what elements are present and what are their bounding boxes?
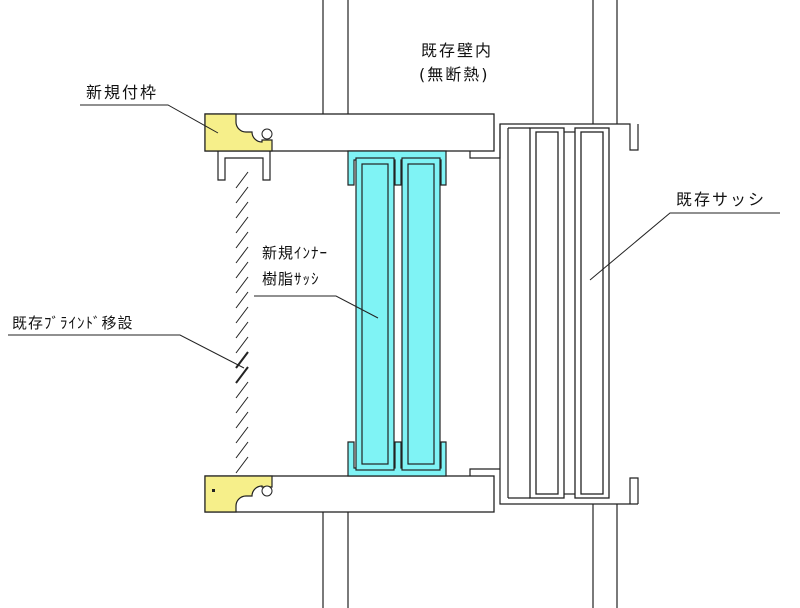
new-inner-resin-sash [347, 150, 447, 477]
existing-sash [469, 123, 639, 505]
label-existing-wall-note: (無断熱) [419, 65, 490, 84]
label-new-inner-sash-2: 樹脂ｻｯｼ [262, 270, 320, 288]
blind-rail [217, 151, 271, 181]
bottom-new-frame-block [204, 475, 273, 513]
label-blind-relocation: 既存ﾌﾞﾗｲﾝﾄﾞ移設 [12, 314, 134, 332]
blind-slats [235, 171, 249, 474]
bottom-frame [204, 475, 495, 513]
top-frame [204, 113, 495, 152]
label-existing-sash: 既存サッシ [676, 190, 766, 209]
top-new-frame-block [204, 113, 273, 152]
label-new-inner-sash-1: 新規ｲﾝﾅｰ [262, 244, 328, 262]
existing-wall-lines [322, 0, 618, 608]
label-existing-wall: 既存壁内 [421, 41, 493, 60]
leader-lines [8, 104, 780, 369]
label-new-frame: 新規付枠 [86, 83, 158, 102]
